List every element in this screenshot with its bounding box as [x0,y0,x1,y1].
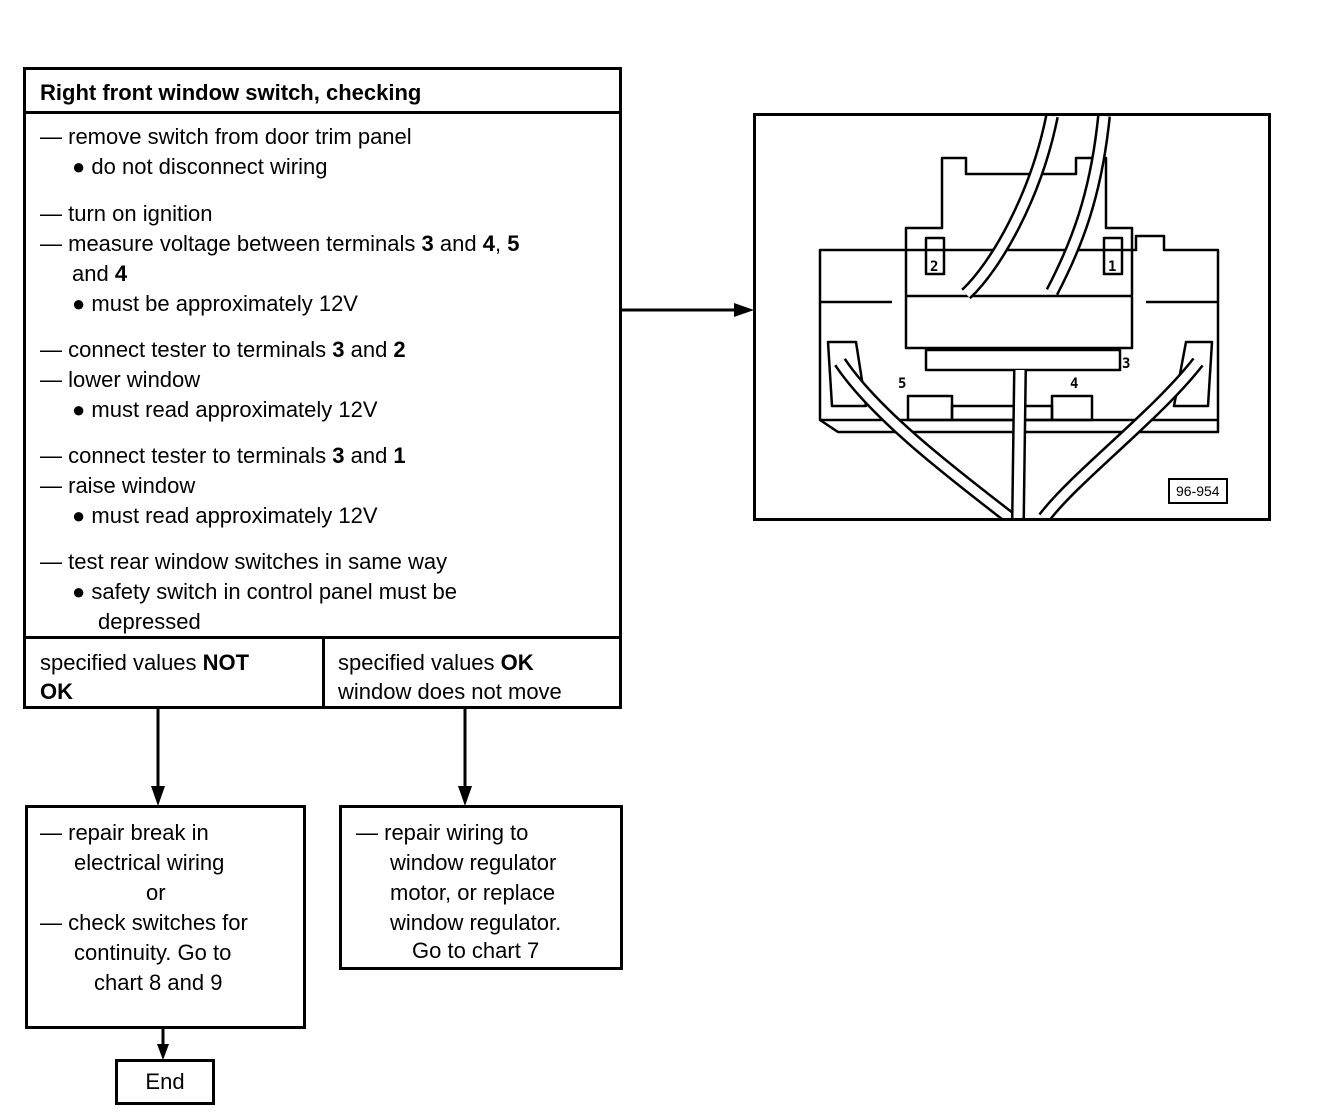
action-repair-wiring-box: — repair break in electrical wiring or —… [25,805,306,1029]
step-remove-switch: — remove switch from door trim panel [40,124,412,149]
step-safety-switch: ● safety switch in control panel must be [72,579,458,604]
outcome-split [322,636,325,706]
action-right-line: window regulator. [390,910,562,935]
terminal-label-2: 2 [930,259,938,275]
step-no-disconnect: ● do not disconnect wiring [72,154,328,179]
step-test-rear: — test rear window switches in same way [40,549,448,574]
step-must-be-12v: ● must be approximately 12V [72,291,358,316]
action-right-line: window regulator [390,850,557,875]
step-lower-12v: ● must read approximately 12V [72,397,378,422]
step-depressed: depressed [98,609,201,634]
action-right-line: Go to chart 7 [412,938,540,963]
action-right-line: motor, or replace [390,880,556,905]
step-raise-12v: ● must read approximately 12V [72,503,378,528]
switch-illustration: 2 1 5 4 3 [818,116,1220,518]
action-replace-regulator-box: — repair wiring to window regulator moto… [339,805,623,970]
terminal-label-1: 1 [1108,259,1116,275]
figure-code: 96-954 [1168,478,1228,504]
terminal-strip [924,348,1122,372]
action-left-line: continuity. Go to [74,940,232,965]
step-connect-3-2: — connect tester to terminals 3 and 2 [40,337,406,362]
figure-switch-connector: 2 1 5 4 3 96-954 [753,113,1271,521]
arrow-not-ok-head [151,786,165,806]
step-measure-voltage-cont: and 4 [72,261,128,286]
terminal-label-4: 4 [1070,376,1078,392]
step-connect-3-1: — connect tester to terminals 3 and 1 [40,443,406,468]
arrow-to-end-head [157,1044,169,1060]
housing-outline [818,234,1220,434]
title-divider [26,111,619,114]
terminal-label-5: 5 [898,376,906,392]
arrow-to-figure-head [734,303,754,317]
step-ignition: — turn on ignition [40,201,213,226]
step-raise-window: — raise window [40,473,196,498]
step-lower-window: — lower window [40,367,201,392]
end-box: End [115,1059,215,1105]
action-left-line: electrical wiring [74,850,225,875]
action-left-line: — repair break in [40,820,209,845]
box-title: Right front window switch, checking [40,80,422,105]
action-left-line: — check switches for [40,910,248,935]
end-label: End [145,1069,185,1094]
action-left-line: or [146,880,166,905]
action-left-line: chart 8 and 9 [94,970,223,995]
terminal-label-3: 3 [1122,356,1130,372]
arrow-ok-head [458,786,472,806]
action-right-line: — repair wiring to [356,820,529,845]
step-measure-voltage: — measure voltage between terminals 3 an… [40,231,520,256]
connector-block [904,156,1134,350]
main-check-box: Right front window switch, checking — re… [23,67,622,709]
